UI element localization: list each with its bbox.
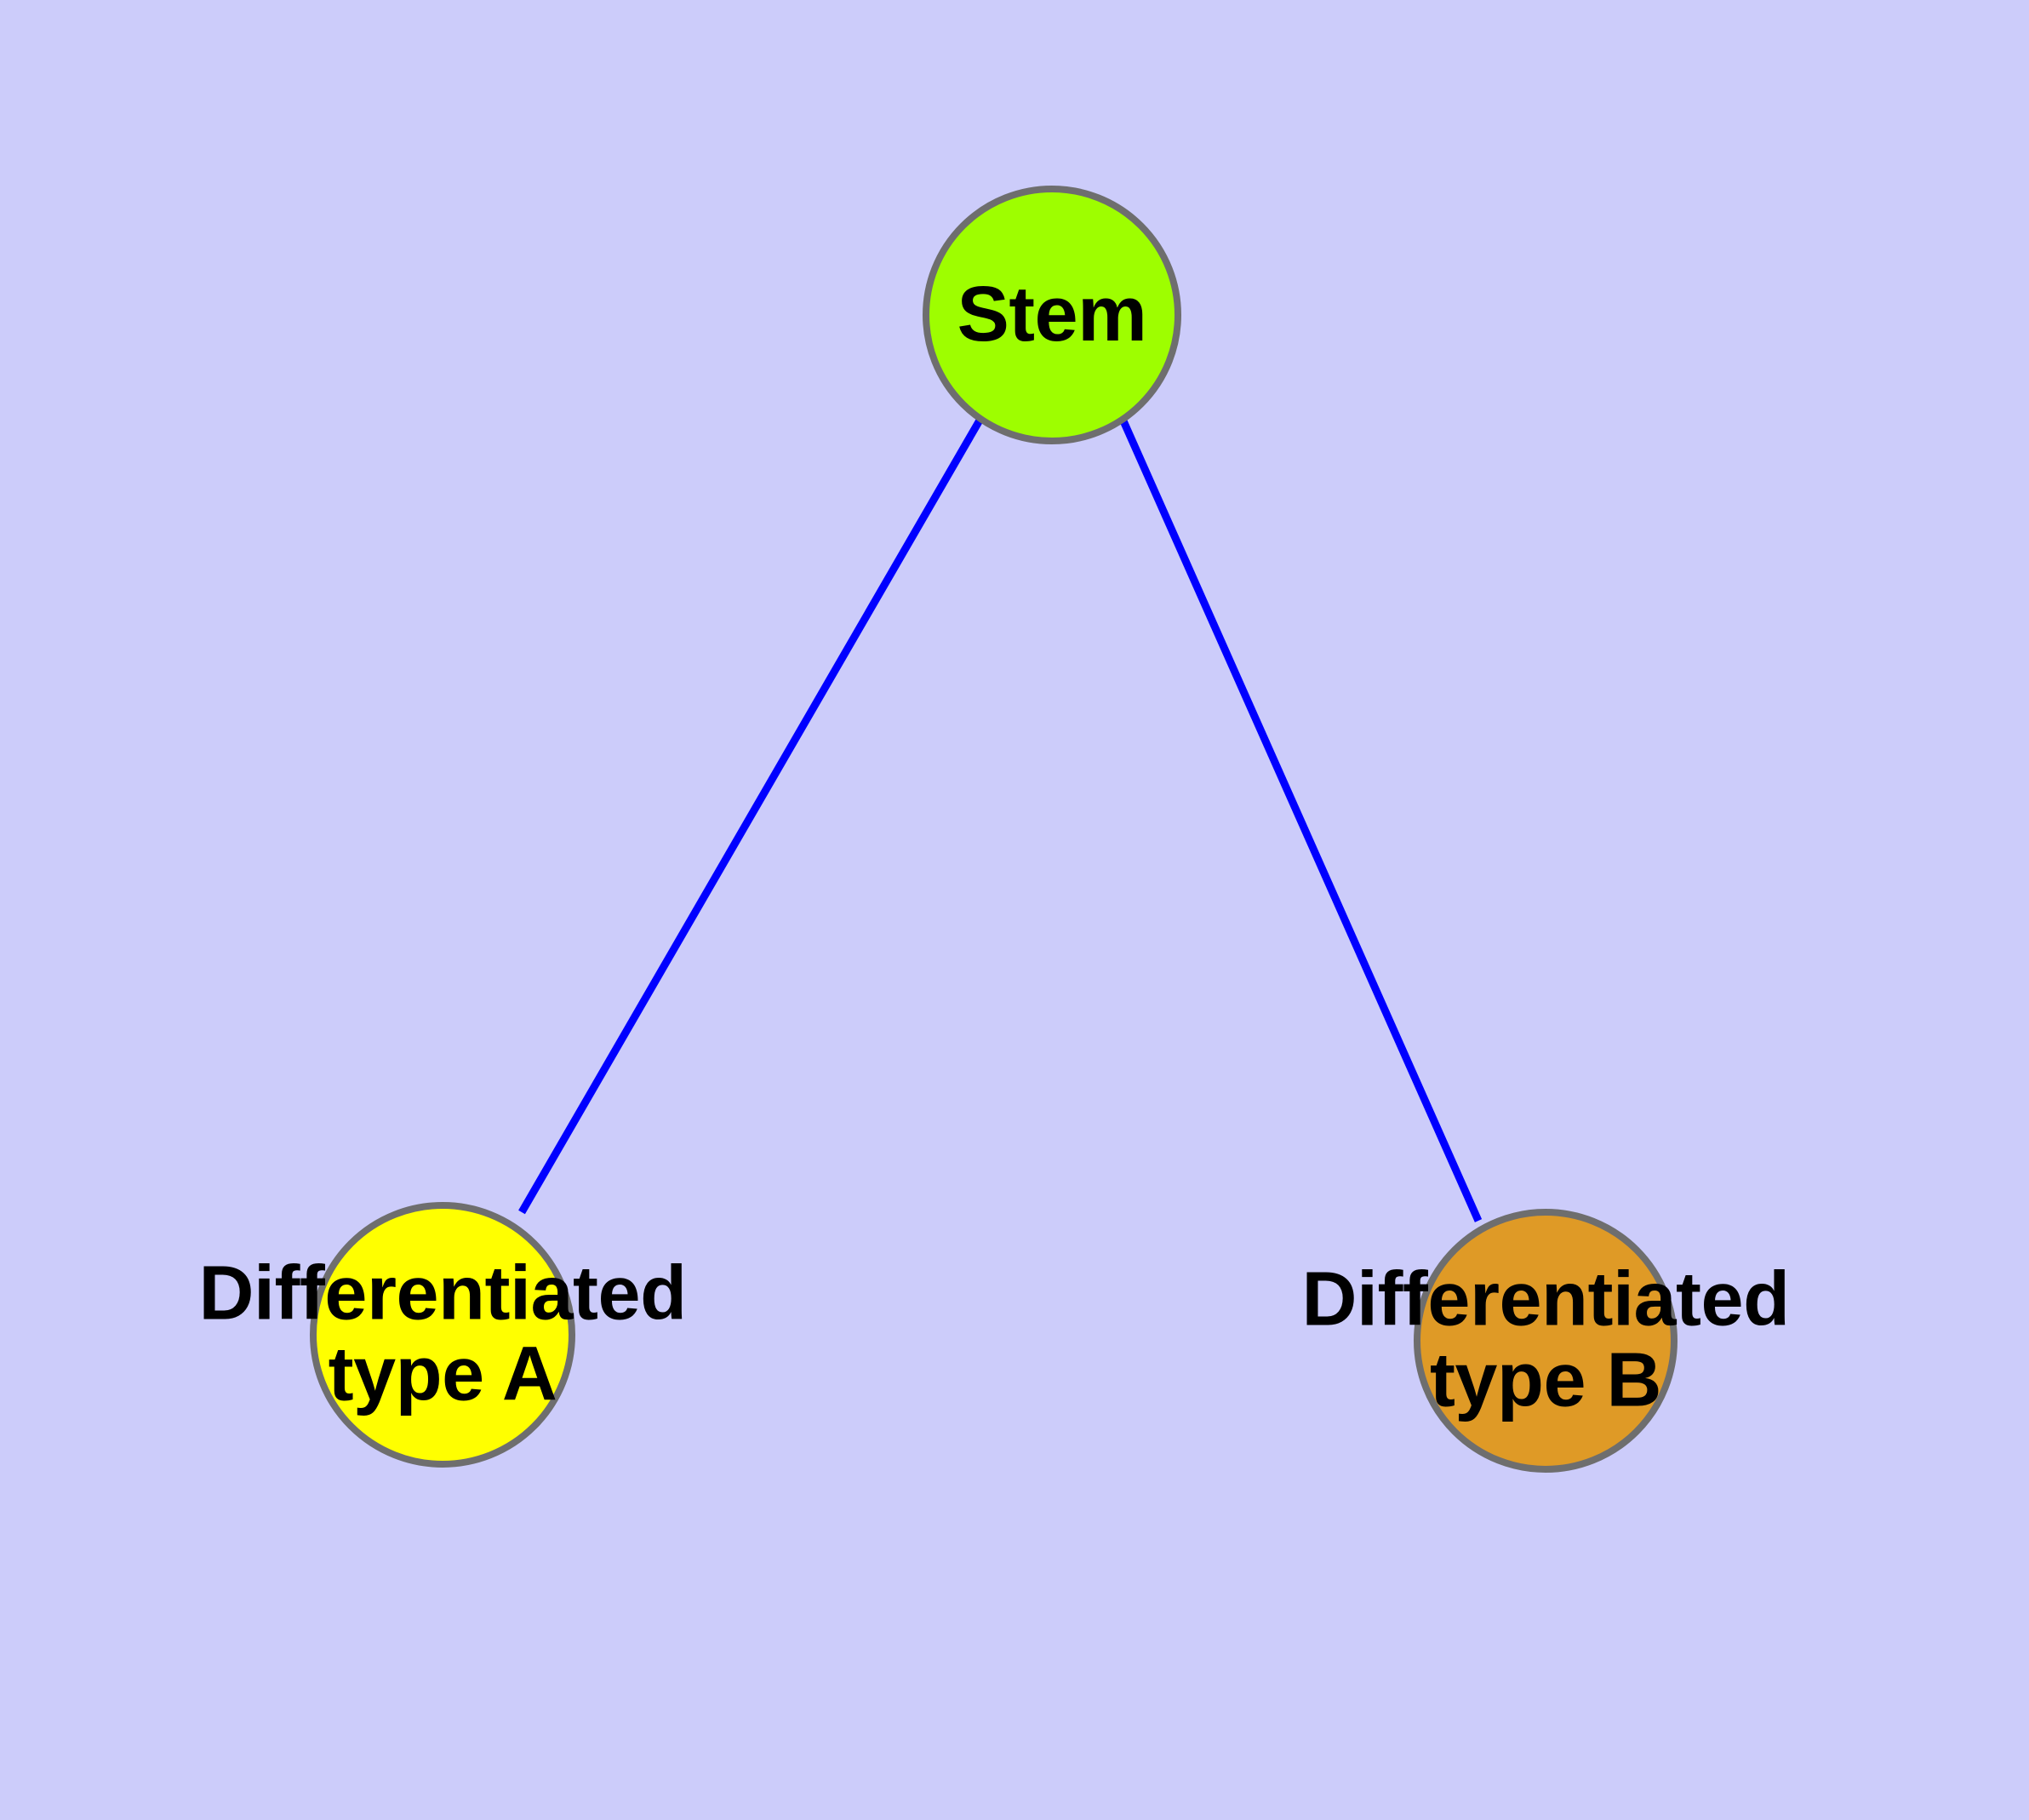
node-diff_b[interactable] [1414,1209,1677,1473]
node-diff_a[interactable] [310,1202,575,1468]
node-stem[interactable] [923,186,1181,444]
node-layer [310,186,1677,1473]
edge-stem-diff-a[interactable] [518,416,984,1215]
edge-layer [518,415,1483,1222]
edge-stem-diff-b[interactable] [1117,415,1483,1222]
